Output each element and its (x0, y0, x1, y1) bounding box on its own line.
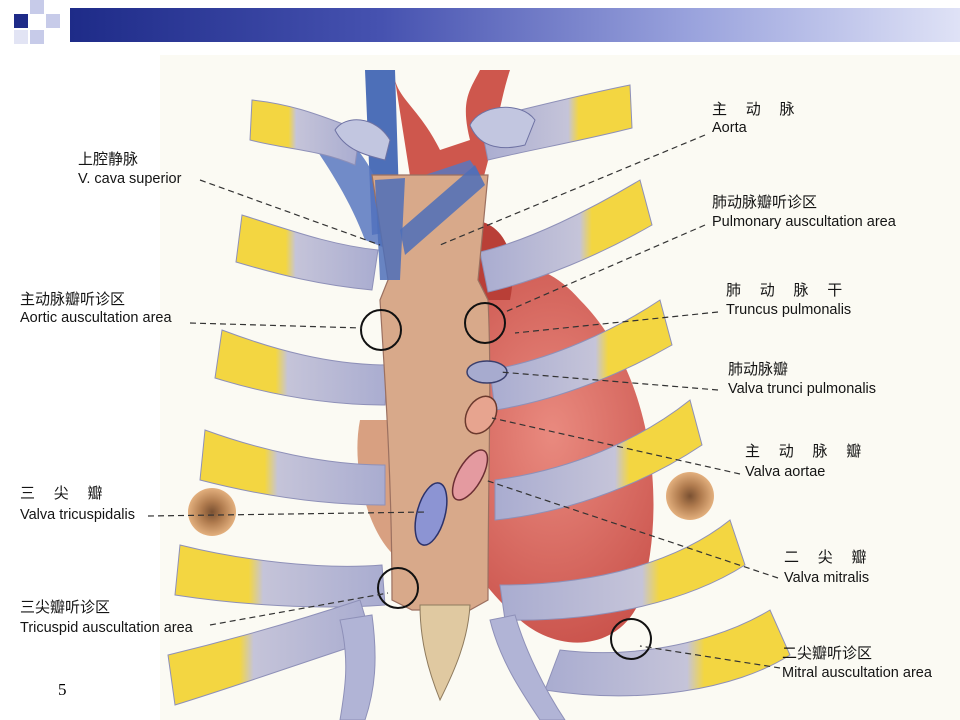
label-aortic-area-zh: 主动脉瓣听诊区 (20, 290, 126, 308)
label-aorta-zh: 主 动 脉 (712, 100, 802, 118)
label-pulmonary-area-en: Pulmonary auscultation area (712, 214, 896, 230)
nipple-left (188, 488, 236, 536)
label-mitral-zh: 二 尖 瓣 (784, 548, 874, 566)
auscultation-circle-pulmonary (464, 302, 506, 344)
leader-tricuspid-area (209, 592, 389, 626)
label-mitral-en: Valva mitralis (784, 570, 870, 586)
leader-pulmonary-area (504, 224, 706, 313)
leader-valva-trunci (499, 371, 719, 391)
brachiocephalic-overlay (400, 165, 485, 255)
clavicle-left (334, 119, 391, 161)
leader-truncus (514, 311, 719, 334)
valve-aortic (464, 395, 498, 435)
label-valva-trunci-en: Valva trunci pulmonalis (728, 381, 877, 397)
superior-vena-cava-overlay (375, 178, 405, 280)
leader-vena-cava (199, 179, 381, 246)
label-tricuspid-area-zh: 三尖瓣听诊区 (20, 598, 111, 616)
header-square-2 (30, 0, 44, 14)
page-number: 5 (58, 680, 67, 699)
leader-valva-aortae (491, 417, 741, 475)
valve-tricuspid (414, 482, 448, 546)
leader-mitral-area (639, 645, 781, 669)
label-mitral-area-en: Mitral auscultation area (782, 665, 932, 681)
header-square-1 (14, 14, 28, 28)
header-square-4 (30, 30, 44, 44)
costal-arch-right (489, 614, 566, 720)
label-vena-cava-en: V. cava superior (78, 171, 182, 187)
label-valva-aortae-en: Valva aortae (745, 464, 826, 480)
auscultation-circle-aortic (360, 309, 402, 351)
leader-mitral (484, 479, 779, 579)
header-square-5 (14, 30, 28, 44)
label-aortic-area-en: Aortic auscultation area (20, 310, 172, 326)
header-square-3 (46, 14, 60, 28)
label-truncus-zh: 肺 动 脉 干 (726, 281, 850, 299)
leader-aorta (439, 134, 706, 246)
label-pulmonary-area-zh: 肺动脉瓣听诊区 (712, 193, 818, 211)
label-vena-cava-zh: 上腔静脉 (78, 150, 139, 168)
header-bar (70, 8, 960, 42)
ribs-left (167, 99, 389, 706)
auscultation-circle-tricuspid (377, 567, 419, 609)
label-tricuspid-area-en: Tricuspid auscultation area (20, 620, 193, 636)
label-tricuspid-zh: 三 尖 瓣 (20, 484, 110, 502)
leader-tricuspid (147, 511, 429, 517)
nipple-right (666, 472, 714, 520)
auscultation-circle-mitral (610, 618, 652, 660)
valve-pulmonary (466, 360, 508, 384)
label-mitral-area-zh: 二尖瓣听诊区 (782, 644, 873, 662)
leader-aortic-area (189, 322, 363, 329)
costal-arch-left (339, 614, 376, 720)
label-valva-aortae-zh: 主 动 脉 瓣 (745, 442, 869, 460)
label-truncus-en: Truncus pulmonalis (726, 302, 852, 318)
label-valva-trunci-zh: 肺动脉瓣 (728, 360, 789, 378)
label-aorta-en: Aorta (712, 120, 747, 136)
label-tricuspid-en: Valva tricuspidalis (20, 507, 135, 523)
valve-mitral (451, 449, 489, 501)
xiphoid-process (419, 604, 471, 702)
clavicle-right (469, 106, 536, 149)
